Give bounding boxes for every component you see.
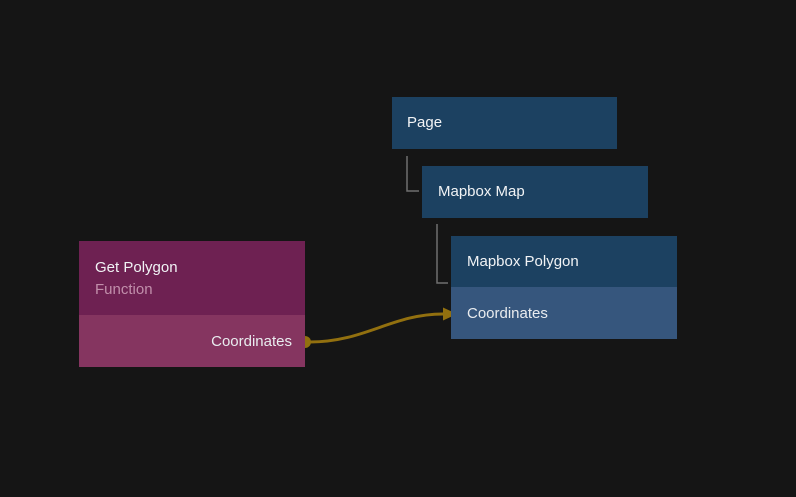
node-get-polygon[interactable]: Get Polygon Function Coordinates [79, 241, 305, 367]
node-mapbox-map-header: Mapbox Map [422, 166, 648, 218]
node-mapbox-polygon-title: Mapbox Polygon [467, 252, 579, 270]
tree-line-mapbox-map-to-mapbox-polygon [436, 224, 448, 284]
node-mapbox-map[interactable]: Mapbox Map [422, 166, 648, 218]
node-mapbox-polygon-header: Mapbox Polygon [451, 236, 677, 287]
node-page-title: Page [407, 114, 443, 131]
input-port-coordinates[interactable]: Coordinates [451, 287, 677, 339]
node-page-header: Page [392, 97, 617, 149]
tree-line-page-to-mapbox-map [406, 156, 419, 192]
node-get-polygon-subtitle: Function [95, 280, 153, 298]
node-get-polygon-title: Get Polygon [95, 258, 178, 276]
output-port-coordinates-label: Coordinates [211, 332, 292, 350]
input-port-coordinates-label: Coordinates [467, 304, 548, 322]
node-mapbox-polygon[interactable]: Mapbox Polygon Coordinates [451, 236, 677, 339]
connection-wire[interactable] [309, 312, 444, 344]
output-port-coordinates[interactable]: Coordinates [79, 315, 305, 367]
node-get-polygon-header: Get Polygon Function [79, 241, 305, 315]
node-page[interactable]: Page [392, 97, 617, 149]
node-mapbox-map-title: Mapbox Map [438, 183, 525, 200]
